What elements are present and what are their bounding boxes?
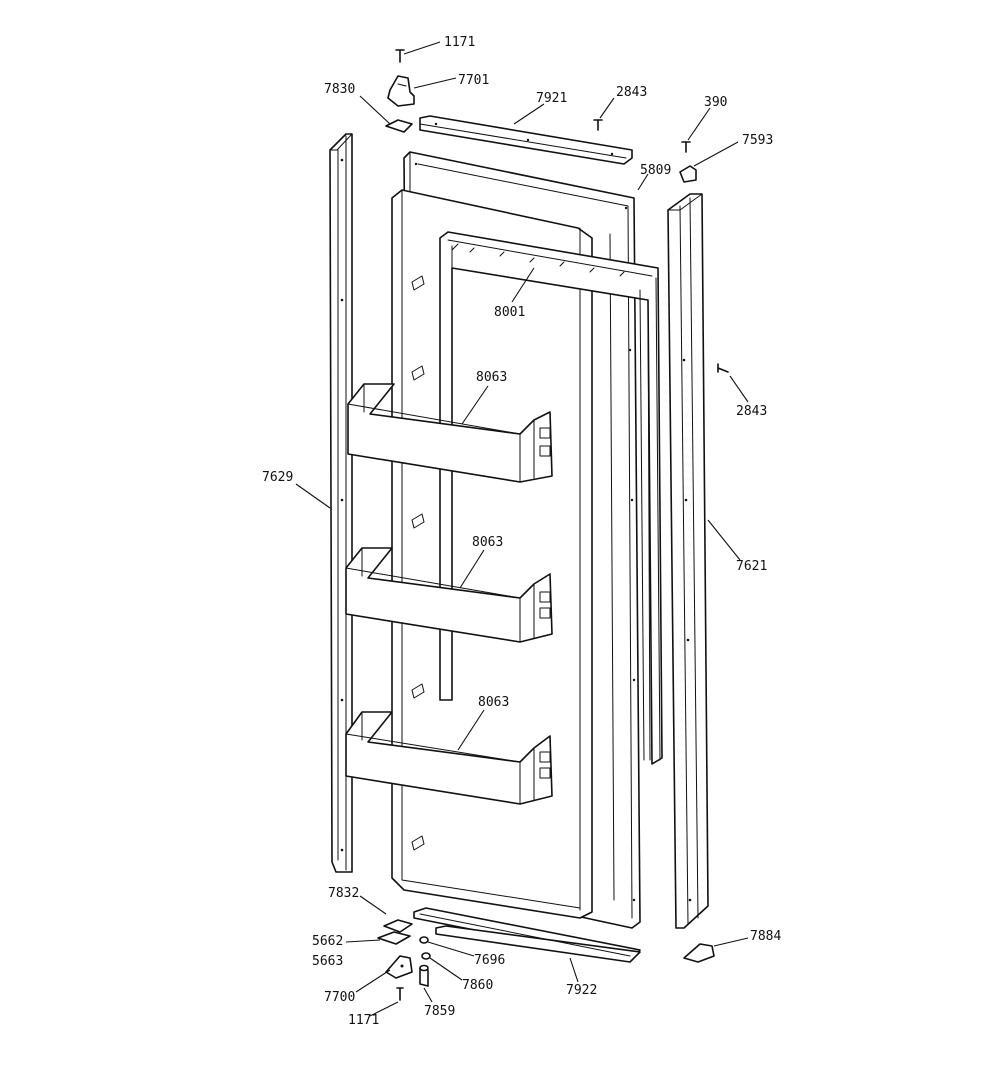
leader-lines <box>295 41 749 1017</box>
washer <box>419 936 429 944</box>
screw-right <box>717 363 729 373</box>
label-8001: 8001 <box>494 305 525 320</box>
bottom-cap-rail <box>413 907 641 963</box>
label-5809: 5809 <box>640 163 671 178</box>
door-shelf-3 <box>345 711 553 805</box>
label-390: 390 <box>704 95 727 110</box>
label-7593: 7593 <box>742 133 773 148</box>
label-7921: 7921 <box>536 91 567 106</box>
bushing <box>421 952 431 960</box>
label-5663: 5663 <box>312 954 343 969</box>
bottom-plate <box>377 931 411 945</box>
bottom-hinge-shim <box>383 919 413 933</box>
door-shelf-2 <box>345 547 553 643</box>
label-8063-c: 8063 <box>478 695 509 710</box>
top-hinge <box>387 75 415 107</box>
label-7830: 7830 <box>324 82 355 97</box>
hinge-pin <box>419 964 429 987</box>
bottom-hinge <box>385 955 413 979</box>
label-5662: 5662 <box>312 934 343 949</box>
label-1171-bottom: 1171 <box>348 1013 379 1028</box>
label-7832: 7832 <box>328 886 359 901</box>
top-hinge-shim <box>385 119 413 133</box>
right-trim-strip <box>667 193 709 929</box>
label-1171-top: 1171 <box>444 35 475 50</box>
door-shelf-1 <box>347 383 553 483</box>
label-7629: 7629 <box>262 470 293 485</box>
label-7621: 7621 <box>736 559 767 574</box>
label-7884: 7884 <box>750 929 781 944</box>
door-inner-liner <box>391 189 615 919</box>
top-cap-rail <box>419 115 633 165</box>
label-8063-a: 8063 <box>476 370 507 385</box>
screw-390 <box>681 141 691 153</box>
screw-bottom <box>396 987 404 1001</box>
label-7922: 7922 <box>566 983 597 998</box>
label-2843-top: 2843 <box>616 85 647 100</box>
screw-top-right <box>593 119 603 131</box>
label-8063-b: 8063 <box>472 535 503 550</box>
label-7696: 7696 <box>474 953 505 968</box>
label-7860: 7860 <box>462 978 493 993</box>
label-7701: 7701 <box>458 73 489 88</box>
part-labels: 1171 7701 7830 7921 2843 390 7593 5809 8… <box>262 35 781 1028</box>
label-7700: 7700 <box>324 990 355 1005</box>
screw-top <box>395 49 405 63</box>
handle-cap-bottom <box>683 943 715 963</box>
label-2843-right: 2843 <box>736 404 767 419</box>
door-gasket <box>439 231 663 765</box>
label-7859: 7859 <box>424 1004 455 1019</box>
handle-cap-top <box>679 165 697 183</box>
